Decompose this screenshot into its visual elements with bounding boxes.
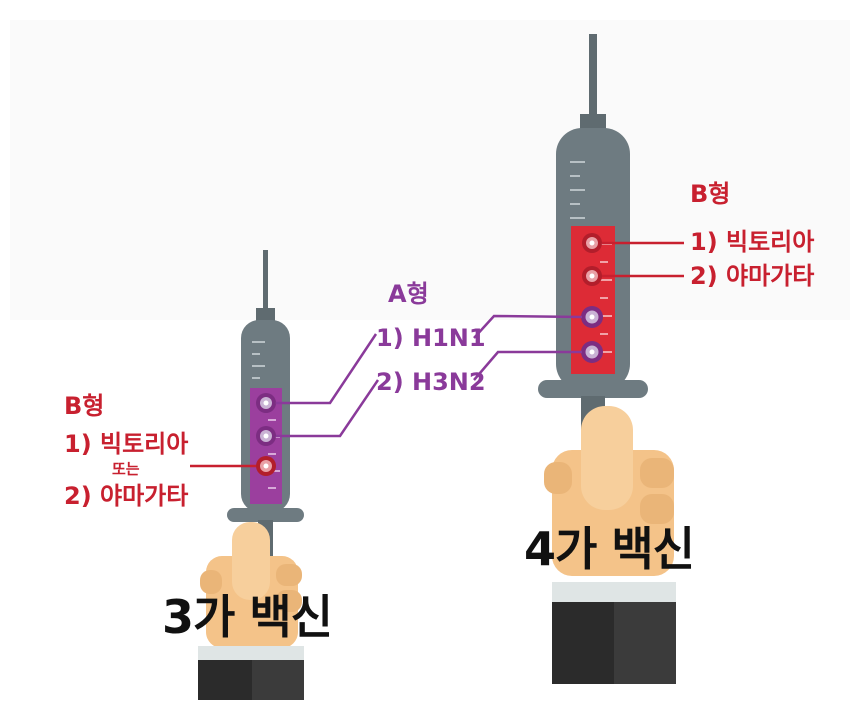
virus-b-dot <box>256 456 276 476</box>
b-type-item-yamagata-trivalent: 2) 야마가타 <box>64 484 188 508</box>
syringe-flange <box>227 508 304 522</box>
needle <box>589 34 597 118</box>
syringe-flange <box>538 380 648 398</box>
needle-collar <box>256 308 275 322</box>
shirt-cuff <box>552 582 676 602</box>
b-type-item-yamagata-quadrivalent: 2) 야마가타 <box>690 264 814 288</box>
b-type-item-victoria-trivalent: 1) 빅토리아 <box>64 432 188 456</box>
a-type-heading: A형 <box>388 282 429 306</box>
title-trivalent-vaccine: 3가 백신 <box>162 594 332 640</box>
b-type-heading-trivalent: B형 <box>64 394 104 418</box>
virus-b-victoria-dot <box>582 233 602 253</box>
virus-h3n2-dot <box>256 426 276 446</box>
virus-b-yamagata-dot <box>582 266 602 286</box>
shirt-cuff <box>198 646 304 660</box>
needle <box>263 250 268 312</box>
b-type-connector-or: 또는 <box>112 462 140 477</box>
virus-h3n2-dot <box>581 341 603 363</box>
virus-h1n1-dot <box>256 393 276 413</box>
b-type-item-victoria-quadrivalent: 1) 빅토리아 <box>690 230 814 254</box>
virus-h1n1-dot <box>581 306 603 328</box>
b-type-heading-quadrivalent: B형 <box>690 182 730 206</box>
a-type-item-h3n2: 2) H3N2 <box>376 370 486 394</box>
a-type-item-h1n1: 1) H1N1 <box>376 326 486 350</box>
title-quadrivalent-vaccine: 4가 백신 <box>524 526 694 572</box>
